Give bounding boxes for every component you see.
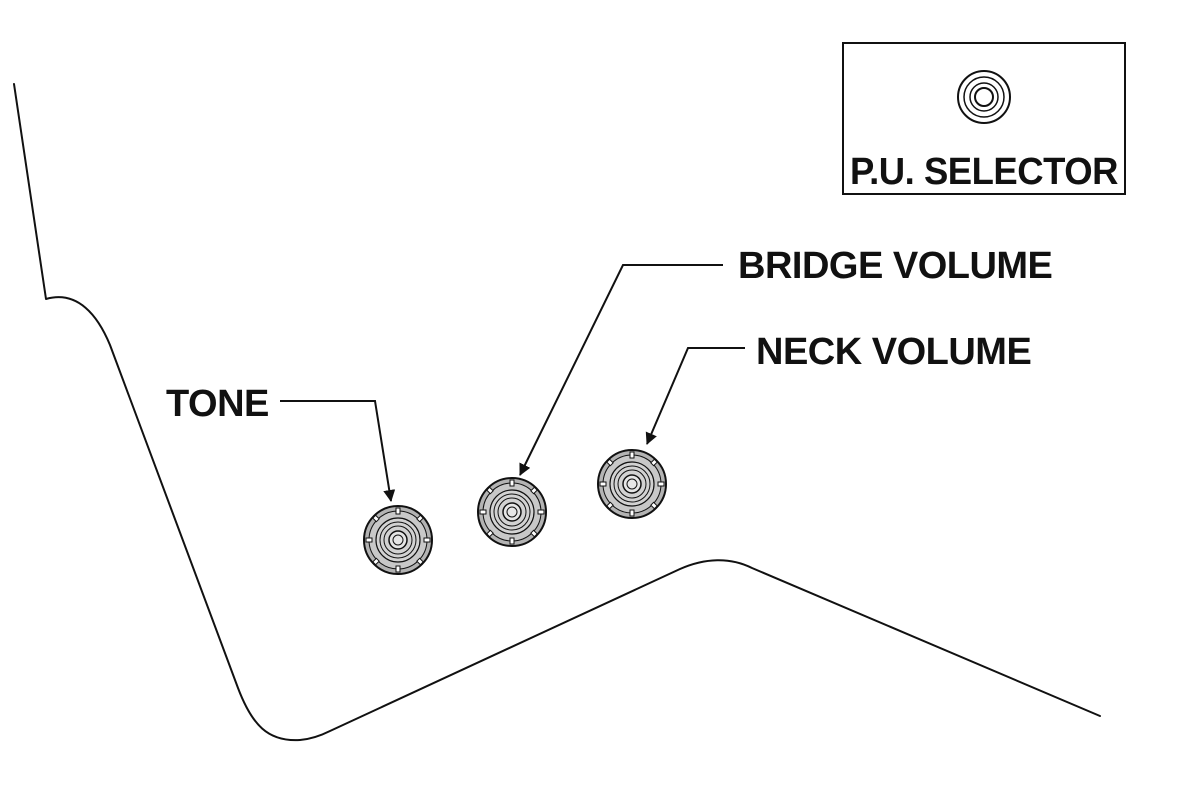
tone-knob-icon[interactable] — [363, 505, 433, 575]
bridge-volume-knob-icon[interactable] — [477, 477, 547, 547]
neck-volume-knob-icon[interactable] — [597, 449, 667, 519]
bridge-volume-label: BRIDGE VOLUME — [738, 245, 1052, 287]
tone-label: TONE — [166, 383, 269, 425]
neck-volume-leader-line — [645, 347, 745, 445]
toggle-switch-icon[interactable] — [957, 70, 1011, 124]
bridge-volume-leader-line — [519, 264, 723, 476]
pu-selector-box: P.U. SELECTOR — [842, 42, 1126, 195]
tone-leader-line — [280, 400, 396, 502]
guitar-body-outline — [13, 83, 1101, 742]
neck-volume-label: NECK VOLUME — [756, 331, 1031, 373]
pu-selector-label: P.U. SELECTOR — [850, 151, 1118, 193]
